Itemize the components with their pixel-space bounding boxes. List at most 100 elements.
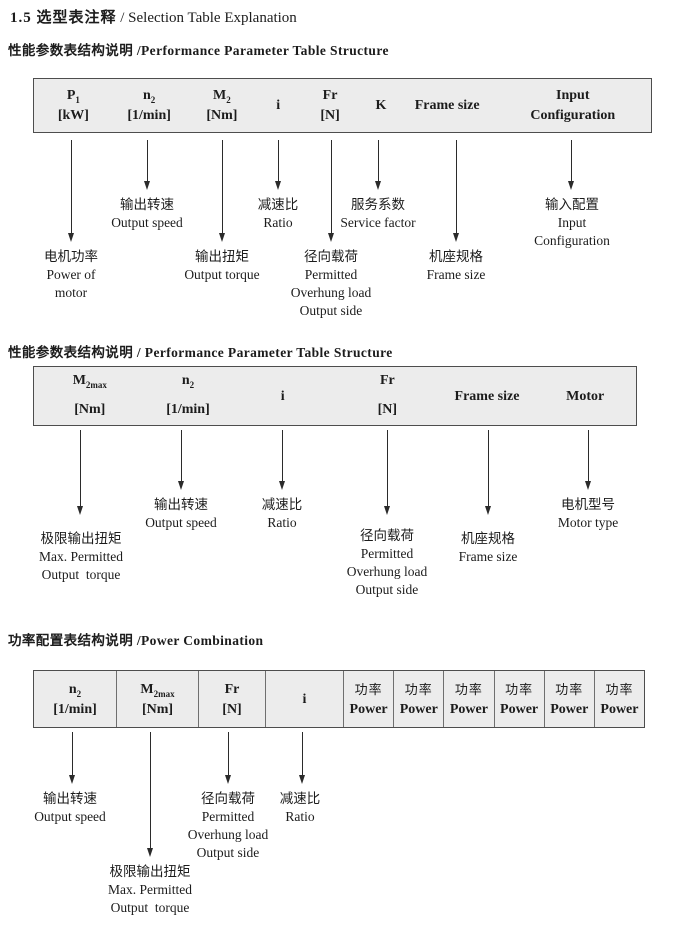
col-n2-unit: [1/min] (166, 402, 210, 417)
col-input-line1: Input (556, 88, 590, 103)
arrow-down (279, 430, 285, 490)
col-n2: n2 [1/min] (146, 367, 231, 425)
col-m2-symbol: M (213, 88, 227, 103)
arrow-down (225, 732, 231, 784)
col-fr-symbol: Fr (322, 88, 338, 103)
section2-table-header: M2max [Nm] n2 [1/min] i Fr [N] Frame siz… (33, 366, 637, 426)
arrow-down (453, 140, 459, 242)
col-fr-symbol: Fr (224, 681, 240, 697)
col-power-1: 功率 Power (343, 671, 393, 727)
arrow-down (485, 430, 491, 515)
col-fr: Fr [N] (198, 671, 265, 727)
col-power-cn: 功率 (505, 681, 534, 697)
col-m2max: M2max [Nm] (116, 671, 198, 727)
col-n2-unit: [1/min] (53, 701, 97, 717)
col-power-2: 功率 Power (393, 671, 443, 727)
col-ratio-symbol: i (280, 388, 285, 404)
section1-heading: 性能参数表结构说明 /Performance Parameter Table S… (8, 43, 389, 58)
col-fr: Fr [N] (335, 367, 440, 425)
section3-heading: 功率配置表结构说明 /Power Combination (8, 633, 264, 648)
col-power-en: Power (399, 701, 438, 717)
col-power-6: 功率 Power (593, 671, 644, 727)
col-ratio: i (230, 367, 335, 425)
col-m2max: M2max [Nm] (34, 367, 146, 425)
page-title: 1.5 选型表注释 / Selection Table Explanation (10, 6, 297, 27)
col-m2max-unit: [Nm] (74, 402, 106, 417)
col-power-3: 功率 Power (443, 671, 493, 727)
col-power-cn: 功率 (404, 681, 433, 697)
arrow-down (68, 140, 74, 242)
col-k-symbol: K (375, 98, 387, 113)
col-p1-symbol: P (66, 88, 76, 103)
col-power-4: 功率 Power (493, 671, 544, 727)
arrow-down (144, 140, 150, 190)
arrow-down (568, 140, 574, 190)
col-n2-subscript: 2 (150, 94, 156, 105)
col-fr-unit: [N] (377, 402, 398, 417)
arrow-down (147, 732, 153, 857)
arrow-down (219, 140, 225, 242)
col-power-en: Power (600, 701, 639, 717)
col-power-en: Power (449, 701, 488, 717)
arrow-down (69, 732, 75, 784)
arrow-down (585, 430, 591, 490)
col-ratio: i (258, 79, 298, 132)
col-n2-unit: [1/min] (127, 108, 171, 123)
page-title-cn: 1.5 选型表注释 (10, 10, 117, 26)
col-n2-subscript: 2 (76, 688, 82, 699)
col-fr-symbol: Fr (379, 373, 395, 388)
col-m2max-subscript: 2max (153, 688, 175, 699)
col-input-configuration: Input Configuration (495, 79, 652, 132)
section3-table-header: n2 [1/min] M2max [Nm] Fr [N] i 功率 Power … (33, 670, 645, 728)
col-fr: Fr [N] (298, 79, 362, 132)
arrow-down (299, 732, 305, 784)
col-input-line2: Configuration (530, 108, 616, 123)
col-ratio-symbol: i (276, 98, 281, 113)
col-frame-size-label: Frame size (454, 388, 520, 404)
col-p1-unit: [kW] (57, 108, 89, 123)
col-fr-unit: [N] (320, 108, 340, 123)
section1-table-header: P1 [kW] n2 [1/min] M2 [Nm] i Fr [N] K Fr… (33, 78, 652, 133)
col-n2-symbol: n (68, 681, 77, 697)
col-n2: n2 [1/min] (113, 79, 186, 132)
arrow-down (328, 140, 334, 242)
col-power-cn: 功率 (555, 681, 584, 697)
col-power-en: Power (349, 701, 388, 717)
col-power-cn: 功率 (605, 681, 634, 697)
col-power-cn: 功率 (454, 681, 483, 697)
page-title-en: / Selection Table Explanation (116, 10, 297, 26)
col-p1-subscript: 1 (75, 94, 80, 105)
col-n2-symbol: n (142, 88, 151, 103)
col-n2: n2 [1/min] (34, 671, 116, 727)
arrow-down (375, 140, 381, 190)
col-m2: M2 [Nm] (186, 79, 259, 132)
col-m2max-symbol: M (72, 373, 86, 388)
col-n2-subscript: 2 (189, 379, 195, 390)
col-frame-size: Frame size (400, 79, 495, 132)
arrow-down (77, 430, 83, 515)
col-p1: P1 [kW] (34, 79, 113, 132)
col-m2max-unit: [Nm] (141, 701, 174, 717)
col-motor: Motor (534, 367, 636, 425)
col-frame-size-label: Frame size (414, 98, 480, 113)
section2-heading: 性能参数表结构说明 / Performance Parameter Table … (8, 345, 393, 360)
col-m2-subscript: 2 (226, 94, 231, 105)
col-n2-symbol: n (181, 373, 190, 388)
